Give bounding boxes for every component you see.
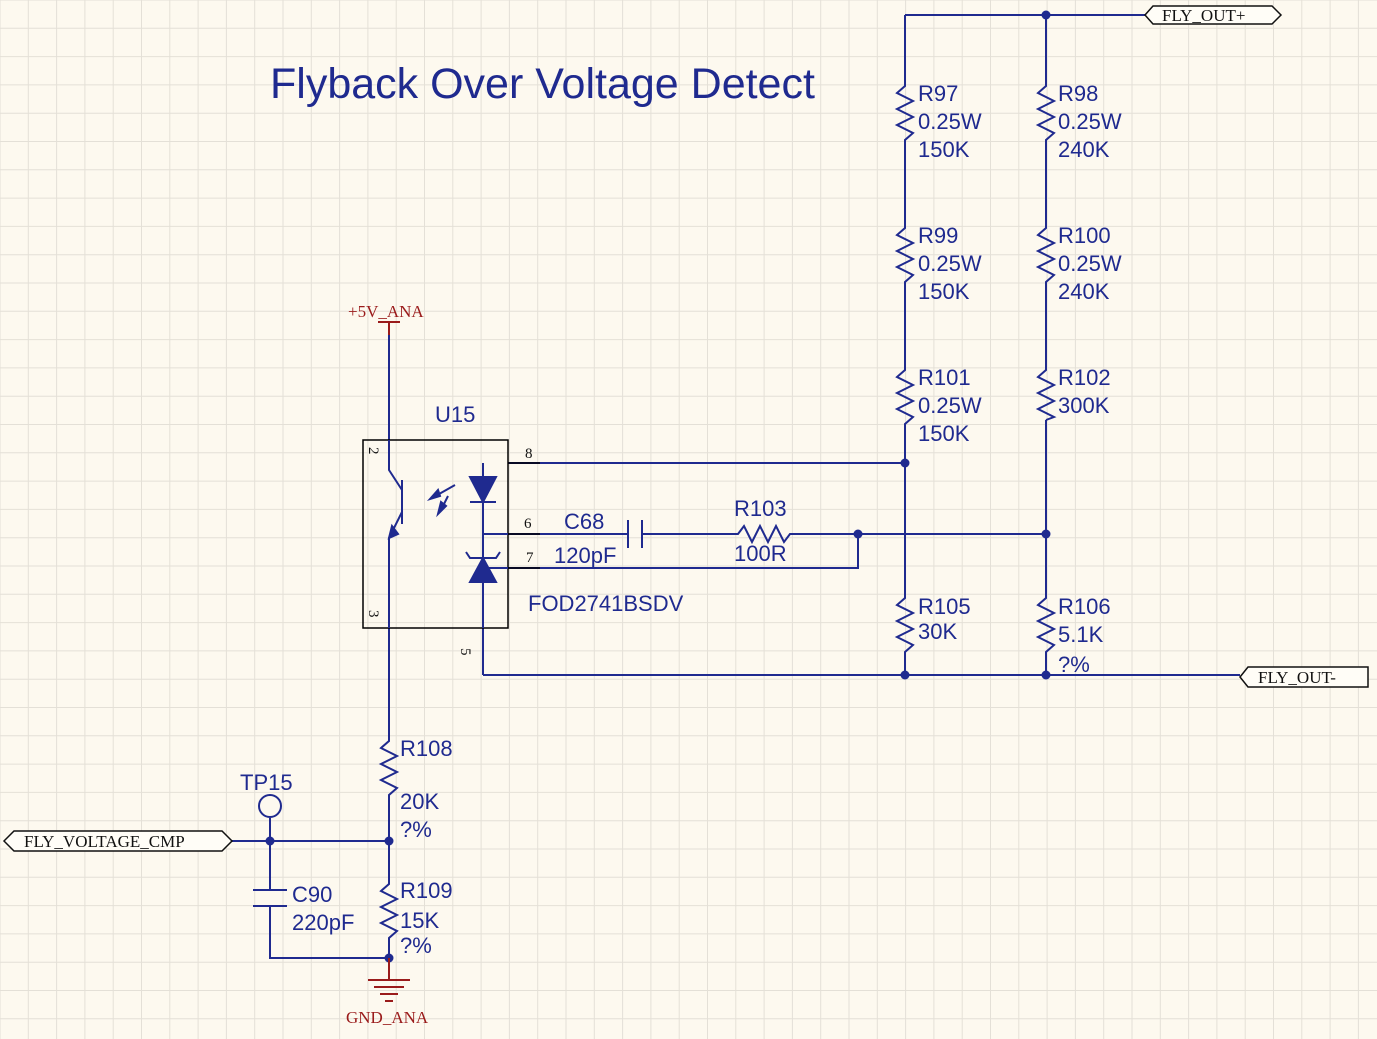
schematic-title: Flyback Over Voltage Detect xyxy=(270,60,815,108)
r106-ref: R106 xyxy=(1058,594,1111,619)
u15-optocoupler xyxy=(362,439,540,629)
led-diode xyxy=(468,476,498,505)
vcc-net-label: +5V_ANA xyxy=(348,302,424,321)
r100-rating: 0.25W xyxy=(1058,251,1122,276)
gnd-symbol xyxy=(368,958,410,1002)
capacitor-bodies xyxy=(253,520,643,907)
port-shape xyxy=(2,830,234,852)
wire-c90-gnd xyxy=(269,906,389,959)
r108-value: 20K xyxy=(400,789,439,814)
wire-pin7 xyxy=(508,534,859,569)
arrowhead xyxy=(426,488,442,501)
junction-dot xyxy=(900,458,910,468)
junction-dot xyxy=(384,836,394,846)
ground-icon xyxy=(368,958,410,1002)
r108-zigzag xyxy=(378,735,400,818)
r98-zigzag xyxy=(1035,80,1057,162)
r99-zigzag xyxy=(894,222,916,304)
u15-pin-label: 6 xyxy=(524,516,532,532)
r98-value: 240K xyxy=(1058,137,1110,162)
junction-dot xyxy=(1041,529,1051,539)
arrowhead xyxy=(436,500,448,518)
r99-value: 150K xyxy=(918,279,970,304)
r101-value: 150K xyxy=(918,421,970,446)
r103-value: 100R xyxy=(734,541,787,566)
r109-ref: R109 xyxy=(400,878,453,903)
port-label: FLY_OUT+ xyxy=(1162,6,1245,25)
r97-ref: R97 xyxy=(918,81,958,106)
r103-zigzag xyxy=(718,523,806,545)
c68-plates xyxy=(627,520,643,548)
r100-ref: R100 xyxy=(1058,223,1111,248)
port-fly-voltage-cmp: FLY_VOLTAGE_CMP xyxy=(2,830,234,852)
reference-cathode-bar xyxy=(465,551,501,559)
port-shape xyxy=(1143,5,1283,25)
port-fly-out-plus: FLY_OUT+ xyxy=(1143,5,1283,25)
r101-ref: R101 xyxy=(918,365,971,390)
gnd-net-label: GND_ANA xyxy=(346,1008,429,1027)
u15-pin-label: 8 xyxy=(525,446,533,462)
r97-value: 150K xyxy=(918,137,970,162)
r98-ref: R98 xyxy=(1058,81,1098,106)
r105-ref: R105 xyxy=(918,594,971,619)
junction-dot xyxy=(853,529,863,539)
u15-part-number: FOD2741BSDV xyxy=(528,591,684,616)
r99-rating: 0.25W xyxy=(918,251,982,276)
r102-value: 300K xyxy=(1058,393,1110,418)
r100-value: 240K xyxy=(1058,279,1110,304)
r100-zigzag xyxy=(1035,222,1057,304)
r101-zigzag xyxy=(894,364,916,446)
c68-ref: C68 xyxy=(564,509,604,534)
r102-zigzag xyxy=(1035,364,1057,421)
wires xyxy=(232,14,1240,980)
junction-dot xyxy=(265,836,275,846)
r101-rating: 0.25W xyxy=(918,393,982,418)
r98-rating: 0.25W xyxy=(1058,109,1122,134)
u15-ref: U15 xyxy=(435,402,475,427)
u15-pin-label: 2 xyxy=(365,447,381,455)
r106-tolerance: ?% xyxy=(1058,652,1090,677)
u15-pin-label: 3 xyxy=(365,610,381,618)
r108-tolerance: ?% xyxy=(400,817,432,842)
r108-ref: R108 xyxy=(400,736,453,761)
vcc-icon xyxy=(378,321,400,335)
c68-value: 120pF xyxy=(554,543,616,568)
r109-tolerance: ?% xyxy=(400,933,432,958)
port-shape xyxy=(1239,666,1369,688)
r97-zigzag xyxy=(894,80,916,162)
r105-value: 30K xyxy=(918,619,957,644)
port-fly-out-minus: FLY_OUT- xyxy=(1239,666,1369,688)
r109-zigzag xyxy=(378,878,400,944)
r109-value: 15K xyxy=(400,908,439,933)
tp15-ref: TP15 xyxy=(240,770,293,795)
r99-ref: R99 xyxy=(918,223,958,248)
r103-ref: R103 xyxy=(734,496,787,521)
r105-zigzag xyxy=(894,592,916,656)
port-label: FLY_VOLTAGE_CMP xyxy=(24,832,185,851)
u15-pin-label: 7 xyxy=(526,550,534,566)
resistor-bodies xyxy=(378,80,1057,944)
c90-ref: C90 xyxy=(292,882,332,907)
u15-pin-label: 5 xyxy=(457,648,473,656)
port-label: FLY_OUT- xyxy=(1258,668,1336,687)
vcc-symbol xyxy=(378,321,400,335)
tp15-testpoint xyxy=(258,794,282,818)
reference-diode xyxy=(468,555,498,583)
junction-dot xyxy=(1041,670,1051,680)
r106-value: 5.1K xyxy=(1058,622,1104,647)
junction-dot xyxy=(1041,10,1051,20)
c90-plates xyxy=(253,889,287,907)
r102-ref: R102 xyxy=(1058,365,1111,390)
c90-value: 220pF xyxy=(292,910,354,935)
r106-zigzag xyxy=(1035,592,1057,656)
testpoint-icon xyxy=(258,794,282,818)
r97-rating: 0.25W xyxy=(918,109,982,134)
junction-dot xyxy=(900,670,910,680)
emitter-arrow xyxy=(387,523,400,540)
